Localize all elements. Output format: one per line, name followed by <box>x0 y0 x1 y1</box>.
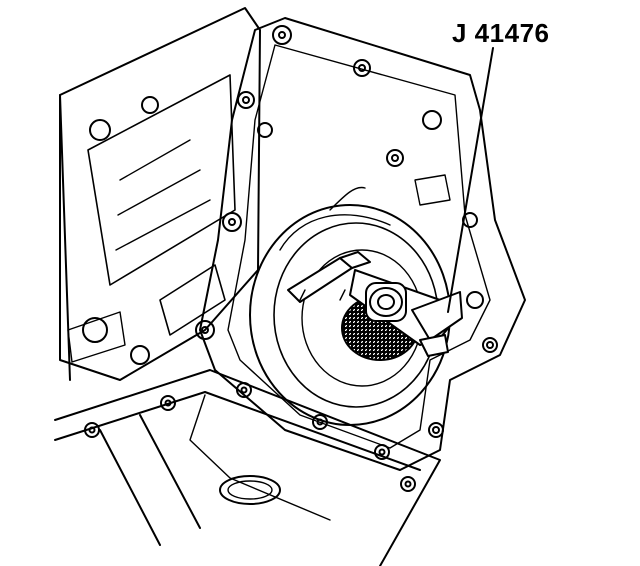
seal-installer-tool <box>287 251 463 357</box>
front-cover <box>199 17 526 471</box>
oil-pan <box>54 369 441 566</box>
callout-leader-line <box>447 47 494 313</box>
tool-callout-label: J 41476 <box>452 18 550 48</box>
cylinder-bank-left <box>59 7 261 381</box>
cover-bolts <box>195 25 498 438</box>
